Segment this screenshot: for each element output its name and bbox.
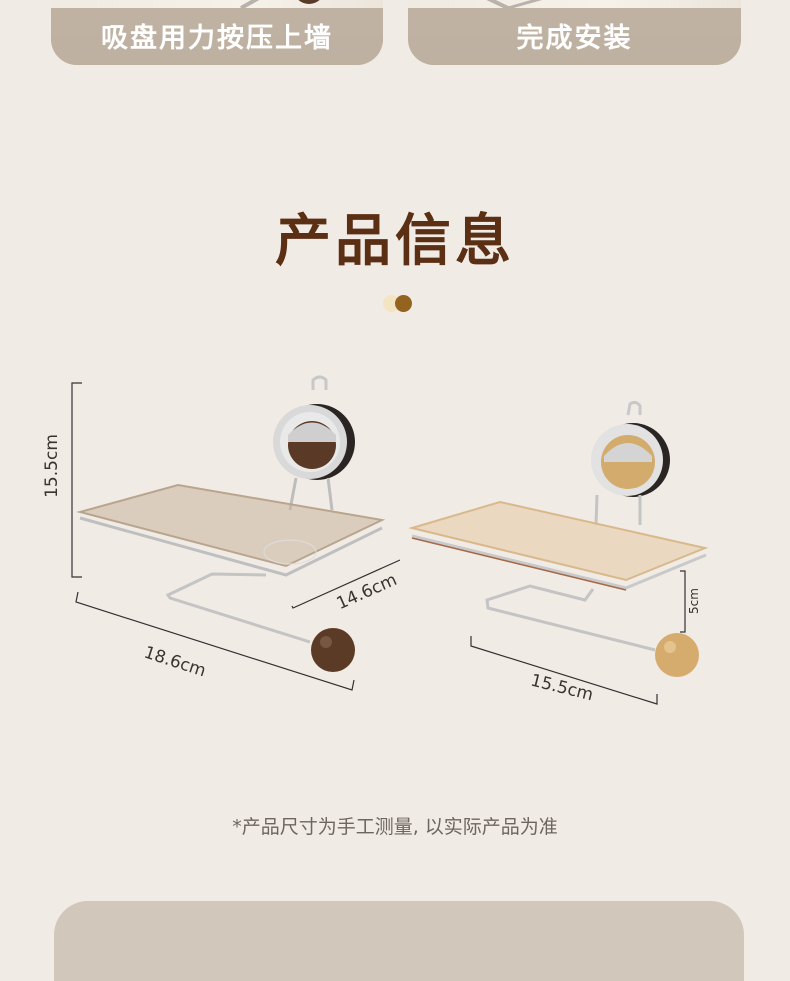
step-card-installation-complete: 完成安装: [408, 0, 741, 65]
dimension-hook-gap: 5cm: [686, 588, 701, 614]
step-photo: [408, 0, 741, 8]
step-card-press-to-wall: 吸盘用力按压上墙: [51, 0, 383, 65]
product-image-walnut: 15.5cm 14.6cm 18.6cm: [40, 370, 401, 700]
title-decoration-dots: [383, 295, 415, 313]
measurement-note: *产品尺寸为手工测量, 以实际产品为准: [232, 816, 558, 838]
section-title: 产品信息: [275, 209, 515, 274]
step-label: 完成安装: [516, 23, 633, 54]
step-label-band: [408, 8, 741, 65]
step-photo: [51, 0, 383, 8]
product-image-lightwood: 5cm 15.5cm: [400, 390, 730, 720]
step-label-band: [51, 8, 383, 65]
step-label: 吸盘用力按压上墙: [101, 23, 333, 54]
dimension-height: 15.5cm: [41, 434, 62, 498]
next-section-card: [54, 901, 744, 981]
dot-dark: [395, 295, 412, 312]
